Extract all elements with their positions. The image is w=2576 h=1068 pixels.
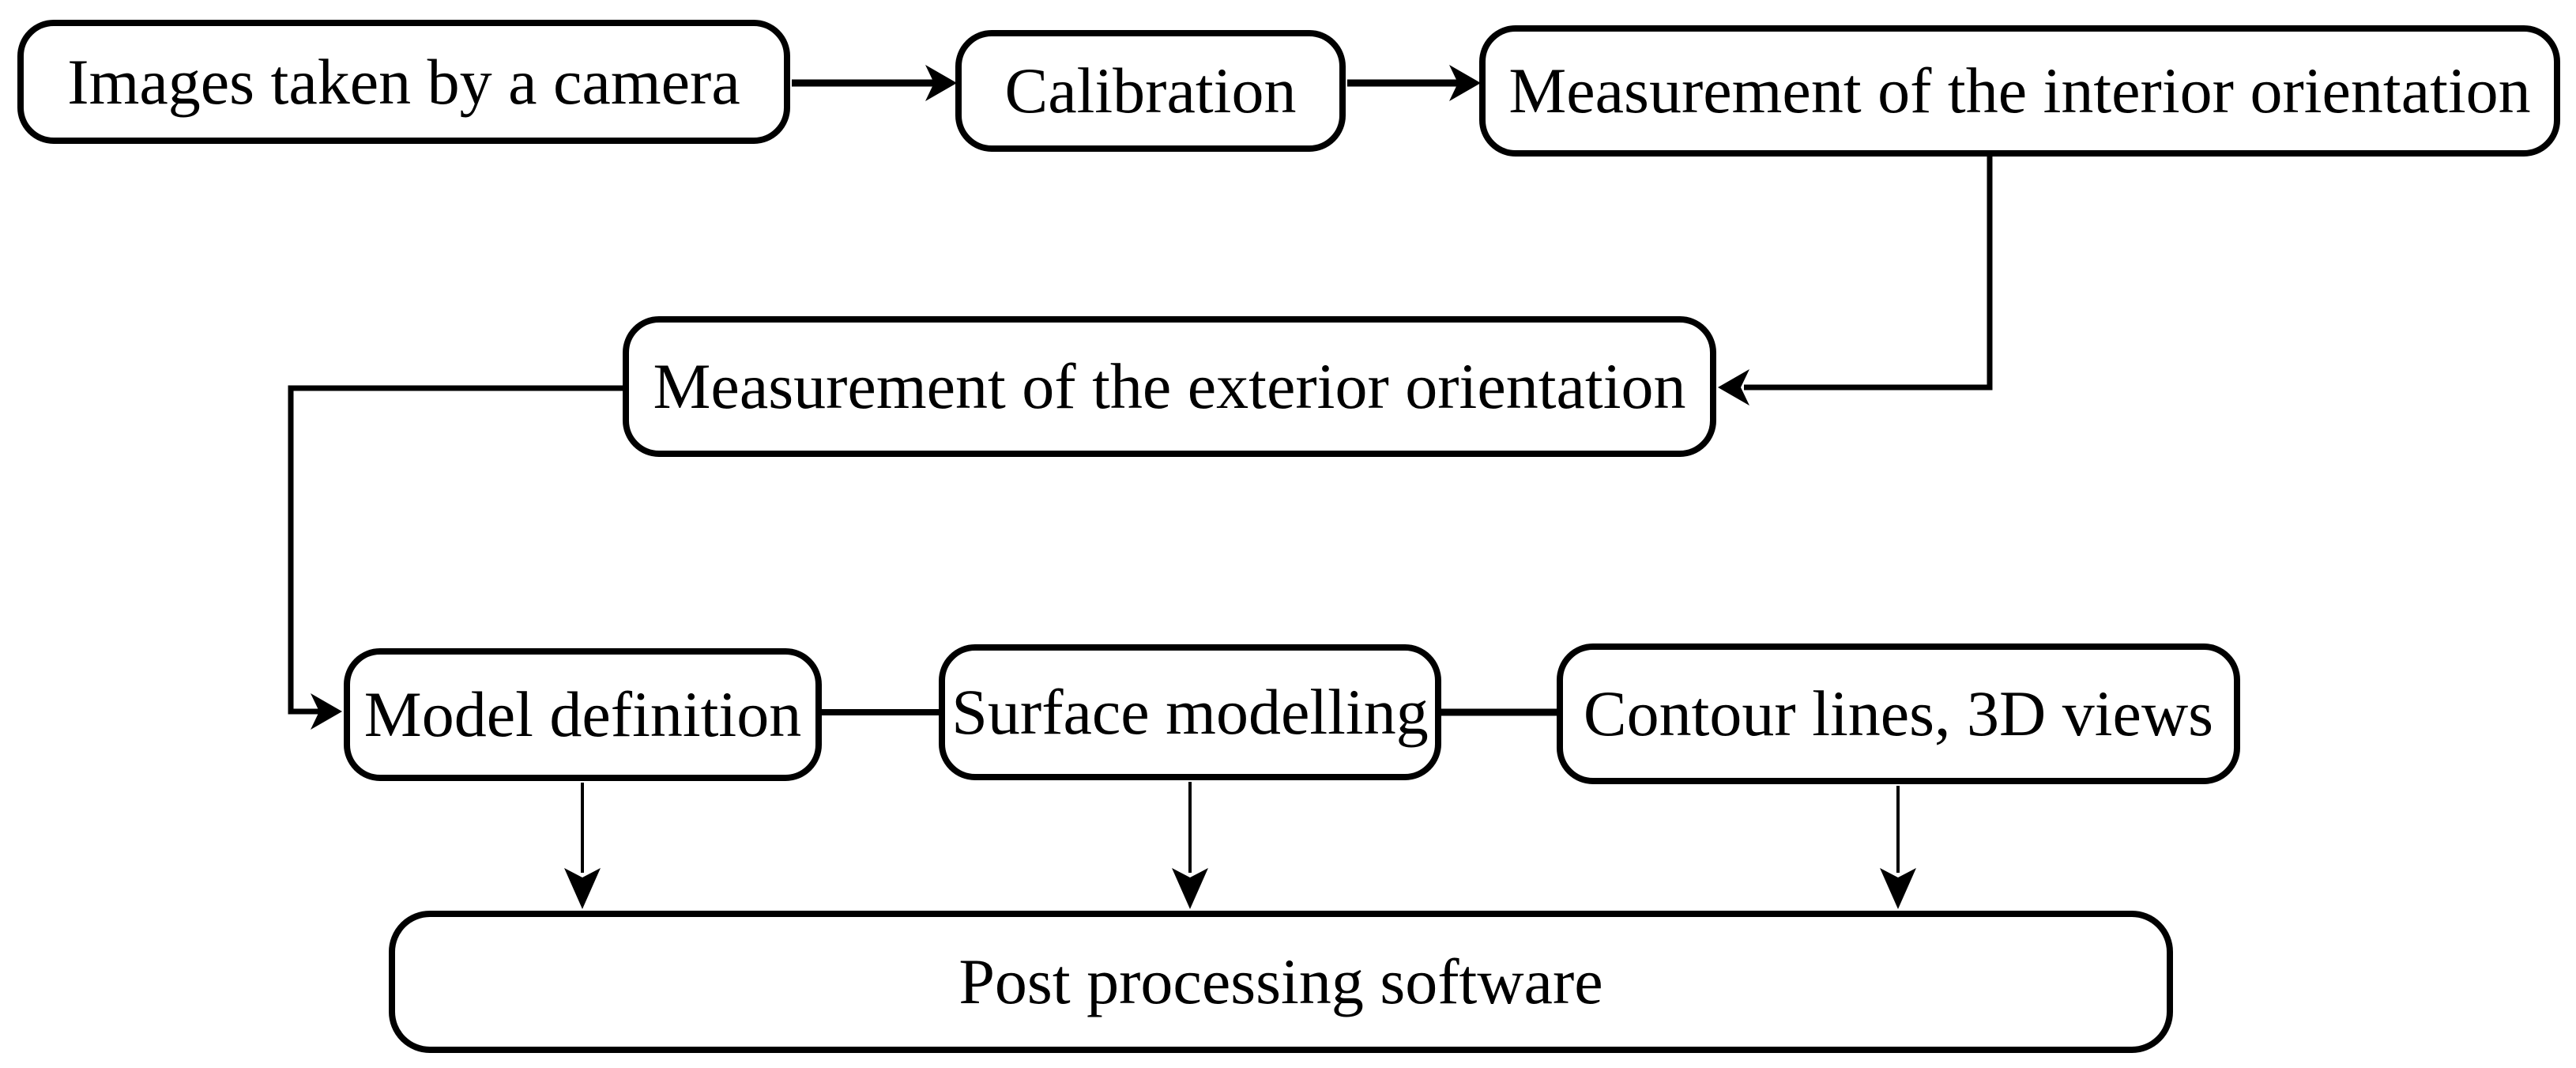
node-surface-modelling: Surface modelling — [939, 644, 1441, 780]
arrowhead-surface-to-post — [1172, 868, 1208, 909]
edge-exterior-to-model — [288, 385, 623, 715]
node-calibration: Calibration — [955, 30, 1346, 152]
arrowhead-calibration-to-interior — [1449, 65, 1481, 101]
edge-interior-to-exterior — [1744, 157, 1993, 391]
node-interior-orientation: Measurement of the interior orientation — [1479, 25, 2560, 157]
node-interior-orientation-label: Measurement of the interior orientation — [1508, 55, 2531, 126]
node-contour-lines-3d-views: Contour lines, 3D views — [1557, 643, 2240, 784]
node-model-definition: Model definition — [344, 648, 822, 781]
node-model-definition-label: Model definition — [363, 678, 802, 750]
arrowhead-images-to-calibration — [925, 65, 957, 101]
node-exterior-orientation-label: Measurement of the exterior orientation — [653, 350, 1686, 422]
node-images-taken-by-camera: Images taken by a camera — [17, 20, 790, 144]
node-surface-modelling-label: Surface modelling — [951, 676, 1429, 748]
arrowhead-exterior-to-model — [311, 693, 342, 730]
arrowhead-model-to-post — [564, 868, 601, 909]
node-contour-lines-3d-views-label: Contour lines, 3D views — [1583, 677, 2214, 749]
arrowhead-interior-to-exterior — [1718, 369, 1749, 406]
arrowhead-contour-to-post — [1880, 868, 1916, 909]
node-post-processing-software-label: Post processing software — [958, 945, 1603, 1017]
node-images-label: Images taken by a camera — [67, 45, 740, 118]
node-calibration-label: Calibration — [1004, 55, 1297, 126]
node-post-processing-software: Post processing software — [389, 911, 2173, 1053]
node-exterior-orientation: Measurement of the exterior orientation — [623, 316, 1716, 457]
